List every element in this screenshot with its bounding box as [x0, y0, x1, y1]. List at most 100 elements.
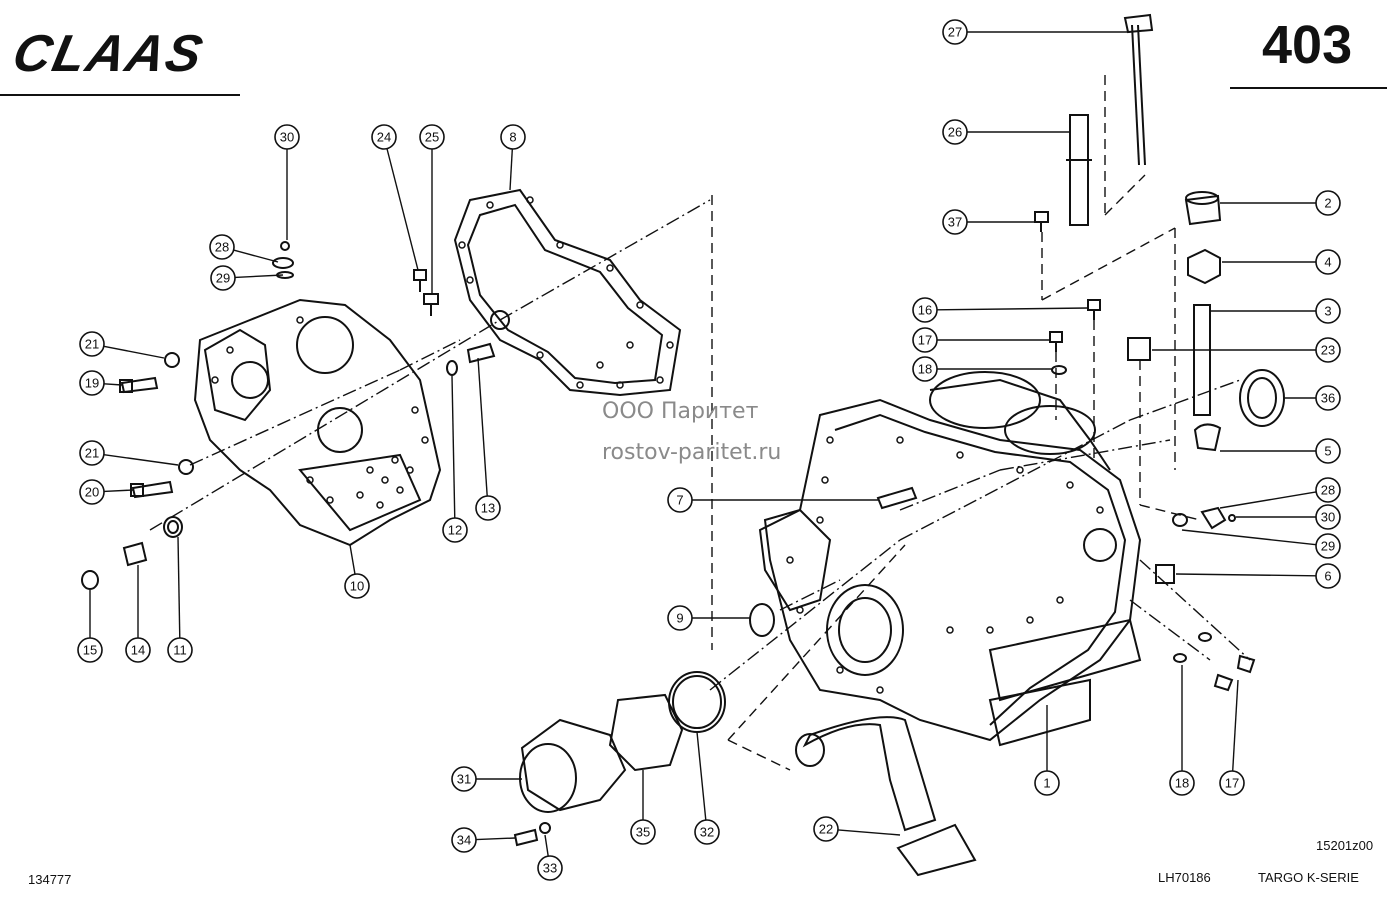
callout-30: 30: [274, 124, 300, 150]
callout-26: 26: [942, 119, 968, 145]
callout-circle: [1315, 385, 1341, 411]
callout-leader-24: [386, 148, 419, 271]
callout-leader-6: [1175, 573, 1317, 577]
callout-number: 37: [948, 215, 962, 230]
callout-circle: [79, 370, 105, 396]
callout-28: 28: [209, 234, 235, 260]
callout-circle: [79, 479, 105, 505]
callout-leader-33: [544, 834, 549, 857]
callout-leader-13: [477, 357, 488, 497]
callout-circle: [442, 517, 468, 543]
callout-18: 18: [1169, 770, 1195, 796]
callout-11: 11: [167, 637, 193, 663]
callout-number: 28: [215, 240, 229, 255]
main-housing-drawing: [758, 371, 1142, 747]
callout-leader-29: [1181, 529, 1317, 546]
callout-number: 34: [457, 833, 471, 848]
callout-circle: [667, 605, 693, 631]
callout-number: 1: [1043, 776, 1050, 791]
gasket-drawing: [453, 188, 682, 397]
callout-35: 35: [630, 819, 656, 845]
callout-leader-16: [936, 307, 1089, 311]
callout-number: 14: [131, 643, 145, 658]
callout-number: 19: [85, 376, 99, 391]
callout-circle: [942, 119, 968, 145]
footer-right-title: TARGO K-SERIE: [1258, 870, 1359, 885]
callout-number: 27: [948, 25, 962, 40]
callout-1: 1: [1034, 770, 1060, 796]
callout-37: 37: [942, 209, 968, 235]
callout-number: 3: [1324, 304, 1331, 319]
callout-number: 30: [1321, 510, 1335, 525]
callout-12: 12: [442, 517, 468, 543]
callout-circle: [77, 637, 103, 663]
callout-circle: [1219, 770, 1245, 796]
callout-circle: [1315, 533, 1341, 559]
callout-18: 18: [912, 356, 938, 382]
callout-29: 29: [210, 265, 236, 291]
callout-leader-28: [233, 249, 279, 263]
callout-5: 5: [1315, 438, 1341, 464]
callout-circle: [167, 637, 193, 663]
callout-circle: [79, 440, 105, 466]
callout-circle: [475, 495, 501, 521]
callout-leader-21: [103, 345, 165, 359]
callout-number: 6: [1324, 569, 1331, 584]
callout-circle: [667, 487, 693, 513]
footer-center-code: LH70186: [1158, 870, 1211, 885]
callout-circle: [274, 124, 300, 150]
callout-number: 33: [543, 861, 557, 876]
callout-leader-32: [696, 731, 707, 821]
callout-circle: [1315, 563, 1341, 589]
callout-circle: [79, 331, 105, 357]
callout-number: 21: [85, 446, 99, 461]
callout-3: 3: [1315, 298, 1341, 324]
callout-30: 30: [1315, 504, 1341, 530]
callout-number: 16: [918, 303, 932, 318]
callout-number: 12: [448, 523, 462, 538]
callout-33: 33: [537, 855, 563, 881]
callout-number: 31: [457, 772, 471, 787]
callout-leader-17: [1231, 679, 1239, 772]
callout-number: 11: [173, 643, 187, 658]
callout-8: 8: [500, 124, 526, 150]
footer-left-code: 134777: [28, 872, 72, 887]
callout-2: 2: [1315, 190, 1341, 216]
callout-number: 17: [1225, 776, 1239, 791]
callout-circle: [537, 855, 563, 881]
callout-leader-28: [1219, 491, 1317, 509]
callout-29: 29: [1315, 533, 1341, 559]
callout-number: 13: [481, 501, 495, 516]
callout-number: 9: [676, 611, 683, 626]
callout-number: 32: [700, 825, 714, 840]
callout-number: 24: [377, 130, 391, 145]
callout-circle: [912, 356, 938, 382]
callout-14: 14: [125, 637, 151, 663]
callout-leader-12: [451, 375, 456, 519]
callout-28: 28: [1315, 477, 1341, 503]
callout-circle: [371, 124, 397, 150]
callout-7: 7: [667, 487, 693, 513]
callout-number: 23: [1321, 343, 1335, 358]
callout-leader-22: [837, 829, 901, 836]
callout-circle: [1315, 477, 1341, 503]
callout-leader-20: [103, 489, 134, 493]
callout-number: 15: [83, 643, 97, 658]
callout-circle: [500, 124, 526, 150]
callout-32: 32: [694, 819, 720, 845]
watermark-company: ООО Паритет: [602, 399, 759, 424]
callout-leader-19: [103, 383, 123, 386]
dashed-guide-lines: [711, 75, 1201, 771]
callout-leader-29: [234, 274, 284, 279]
callout-number: 2: [1324, 196, 1331, 211]
callout-number: 7: [676, 493, 683, 508]
callout-leader-11: [177, 536, 181, 639]
callout-25: 25: [419, 124, 445, 150]
callout-circle: [1169, 770, 1195, 796]
callout-10: 10: [344, 573, 370, 599]
callout-number: 30: [280, 130, 294, 145]
callout-number: 35: [636, 825, 650, 840]
callout-4: 4: [1315, 249, 1341, 275]
callout-circle: [209, 234, 235, 260]
callout-circle: [451, 827, 477, 853]
